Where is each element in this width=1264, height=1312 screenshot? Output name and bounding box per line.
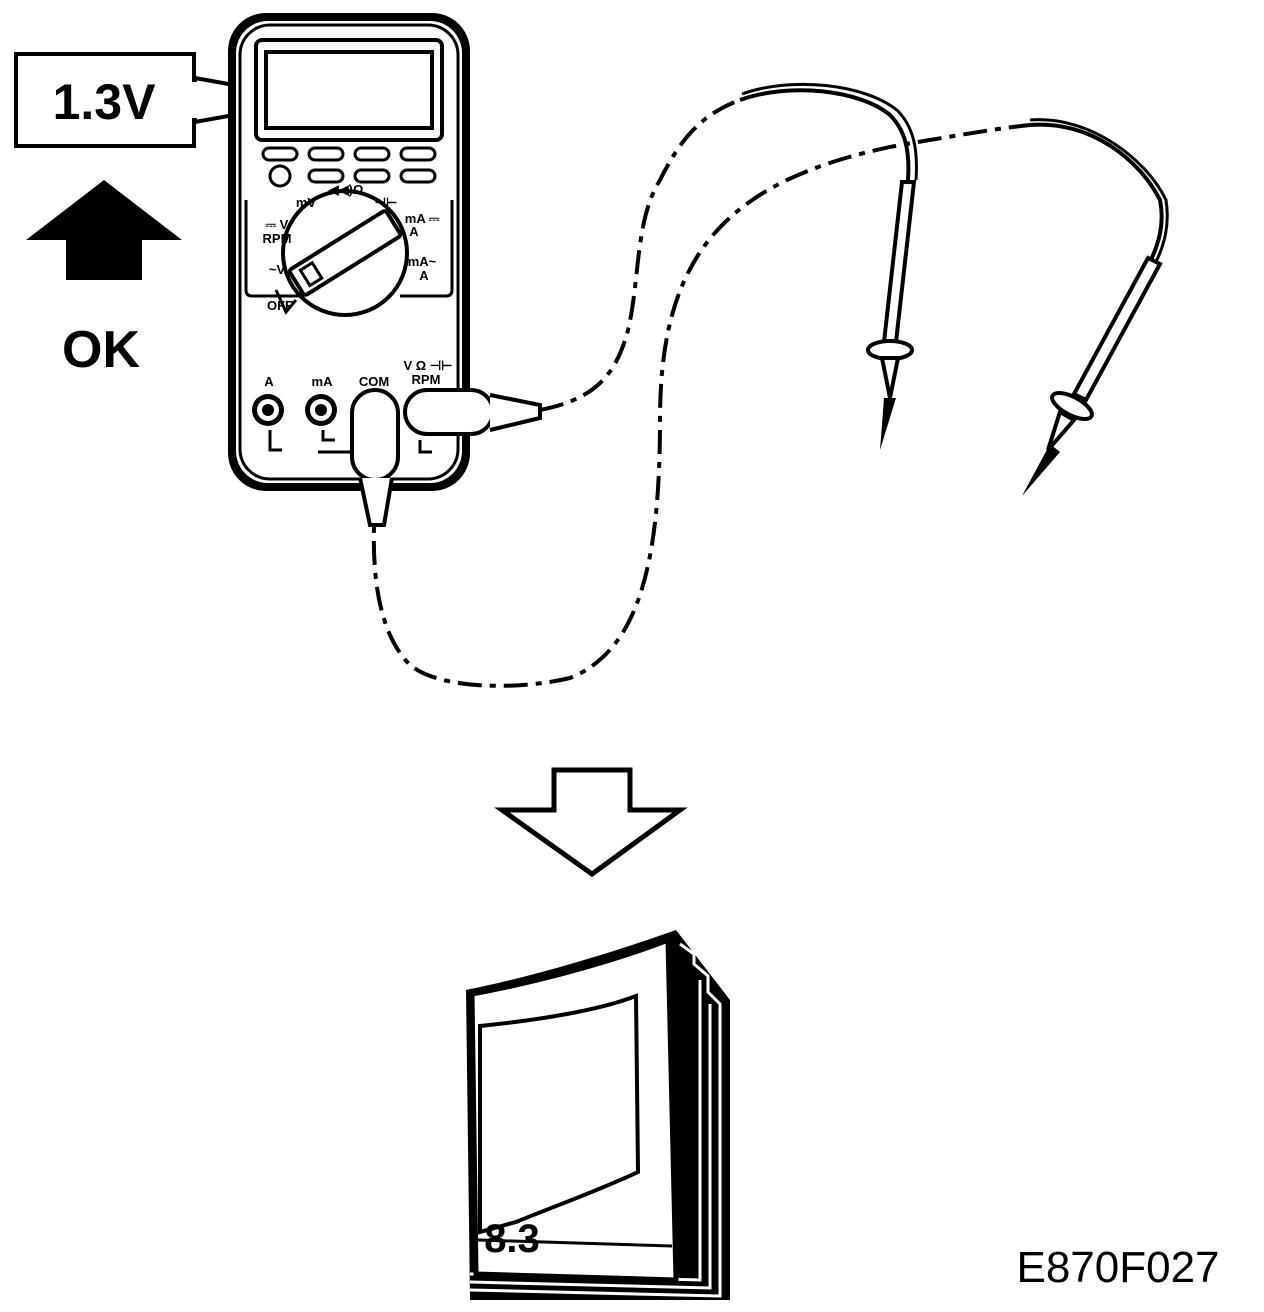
dial-ohm-label: ◀◀)Ω [328, 182, 364, 197]
dial-a-ac-label: A [419, 268, 429, 283]
jack-ma-label: mA [312, 374, 334, 389]
dial-acv-label: ~V [269, 262, 286, 277]
jack-vohm-label: V Ω ⊣⊢ [404, 358, 453, 373]
meter-display [254, 38, 444, 142]
manual-book-icon [466, 930, 730, 1300]
jack-com-label: COM [359, 374, 389, 389]
v-lead [403, 82, 918, 436]
reading-value: 1.3V [53, 74, 157, 130]
com-lead [350, 118, 1169, 688]
rotary-dial[interactable] [274, 189, 409, 317]
dial-a-dc-label: A [409, 224, 419, 239]
multimeter: ⎓ V RPM mV ◀◀)Ω ⊣⊢ mA ⎓ A ~V mA~ A OFF A… [228, 13, 470, 491]
jack-a-label: A [264, 374, 274, 389]
probe-left [866, 180, 917, 450]
meter-buttons [261, 146, 437, 188]
jack-ma[interactable] [305, 394, 337, 426]
dial-diode-label: ⊣⊢ [375, 195, 398, 210]
figure-code: E870F027 [1016, 1243, 1219, 1292]
dial-rpm-label: RPM [263, 231, 292, 246]
dial-ma-dc-label: mA ⎓ [405, 211, 440, 226]
dial-mv-label: mV [296, 195, 317, 210]
dial-off-label: OFF [267, 298, 293, 313]
ok-label: OK [62, 321, 140, 379]
manual-section-label: 8.3 [484, 1217, 540, 1261]
dial-dcv-label: ⎓ V [266, 217, 289, 232]
ok-arrow-icon [26, 180, 182, 280]
jack-rpm-label: RPM [412, 372, 441, 387]
probe-right [1022, 255, 1163, 496]
jack-a[interactable] [252, 394, 284, 426]
dial-ma-ac-label: mA~ [408, 254, 437, 269]
down-arrow-icon [494, 767, 688, 878]
reading-callout: 1.3V [14, 52, 319, 148]
